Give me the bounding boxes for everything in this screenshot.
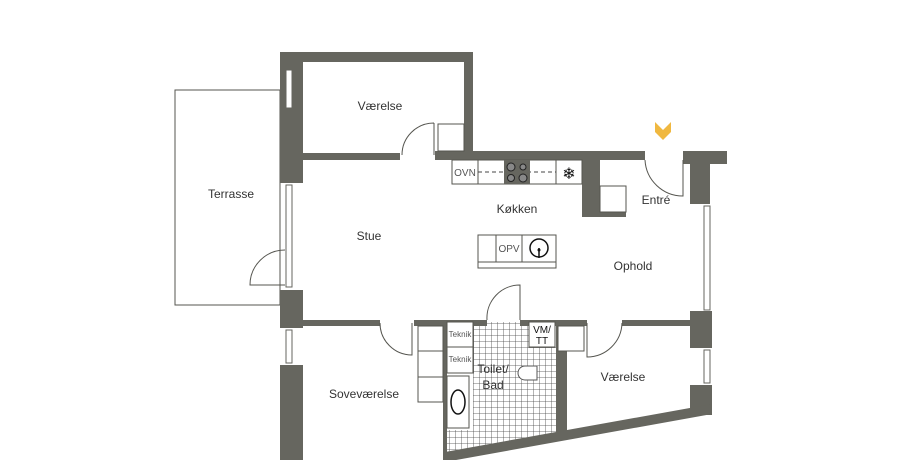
walls	[280, 52, 727, 460]
teknik-1-label: Teknik	[449, 330, 473, 339]
cooktop-icon	[504, 160, 530, 184]
room-label-toilet-1: Toilet/	[477, 362, 509, 376]
dishwasher-label: OPV	[498, 244, 519, 255]
sink-icon	[529, 238, 549, 258]
bathroom-floor	[445, 322, 556, 460]
terrace-outline	[174, 89, 281, 306]
washer-dryer-label-2: TT	[536, 336, 548, 347]
washer-dryer-label-1: VM/	[533, 325, 551, 336]
toilet-icon	[517, 365, 538, 381]
windows	[285, 69, 711, 384]
room-label-terrasse: Terrasse	[208, 187, 254, 201]
doors	[249, 122, 684, 358]
freezer-snowflake-icon: ❄	[562, 166, 575, 183]
entrance-arrow-icon	[655, 122, 671, 140]
room-label-toilet-2: Bad	[482, 378, 503, 392]
room-label-koekken: Køkken	[497, 202, 538, 216]
room-label-sovevaerelse: Soveværelse	[329, 387, 399, 401]
room-label-stue: Stue	[357, 229, 382, 243]
teknik-2-label: Teknik	[449, 355, 473, 364]
room-label-entre: Entré	[642, 193, 671, 207]
room-label-vaerelse-bottom: Værelse	[601, 370, 646, 384]
room-label-vaerelse-top: Værelse	[358, 99, 403, 113]
room-label-ophold: Ophold	[614, 259, 653, 273]
oven-label: OVN	[454, 168, 476, 179]
washbasin-icon	[450, 389, 466, 415]
